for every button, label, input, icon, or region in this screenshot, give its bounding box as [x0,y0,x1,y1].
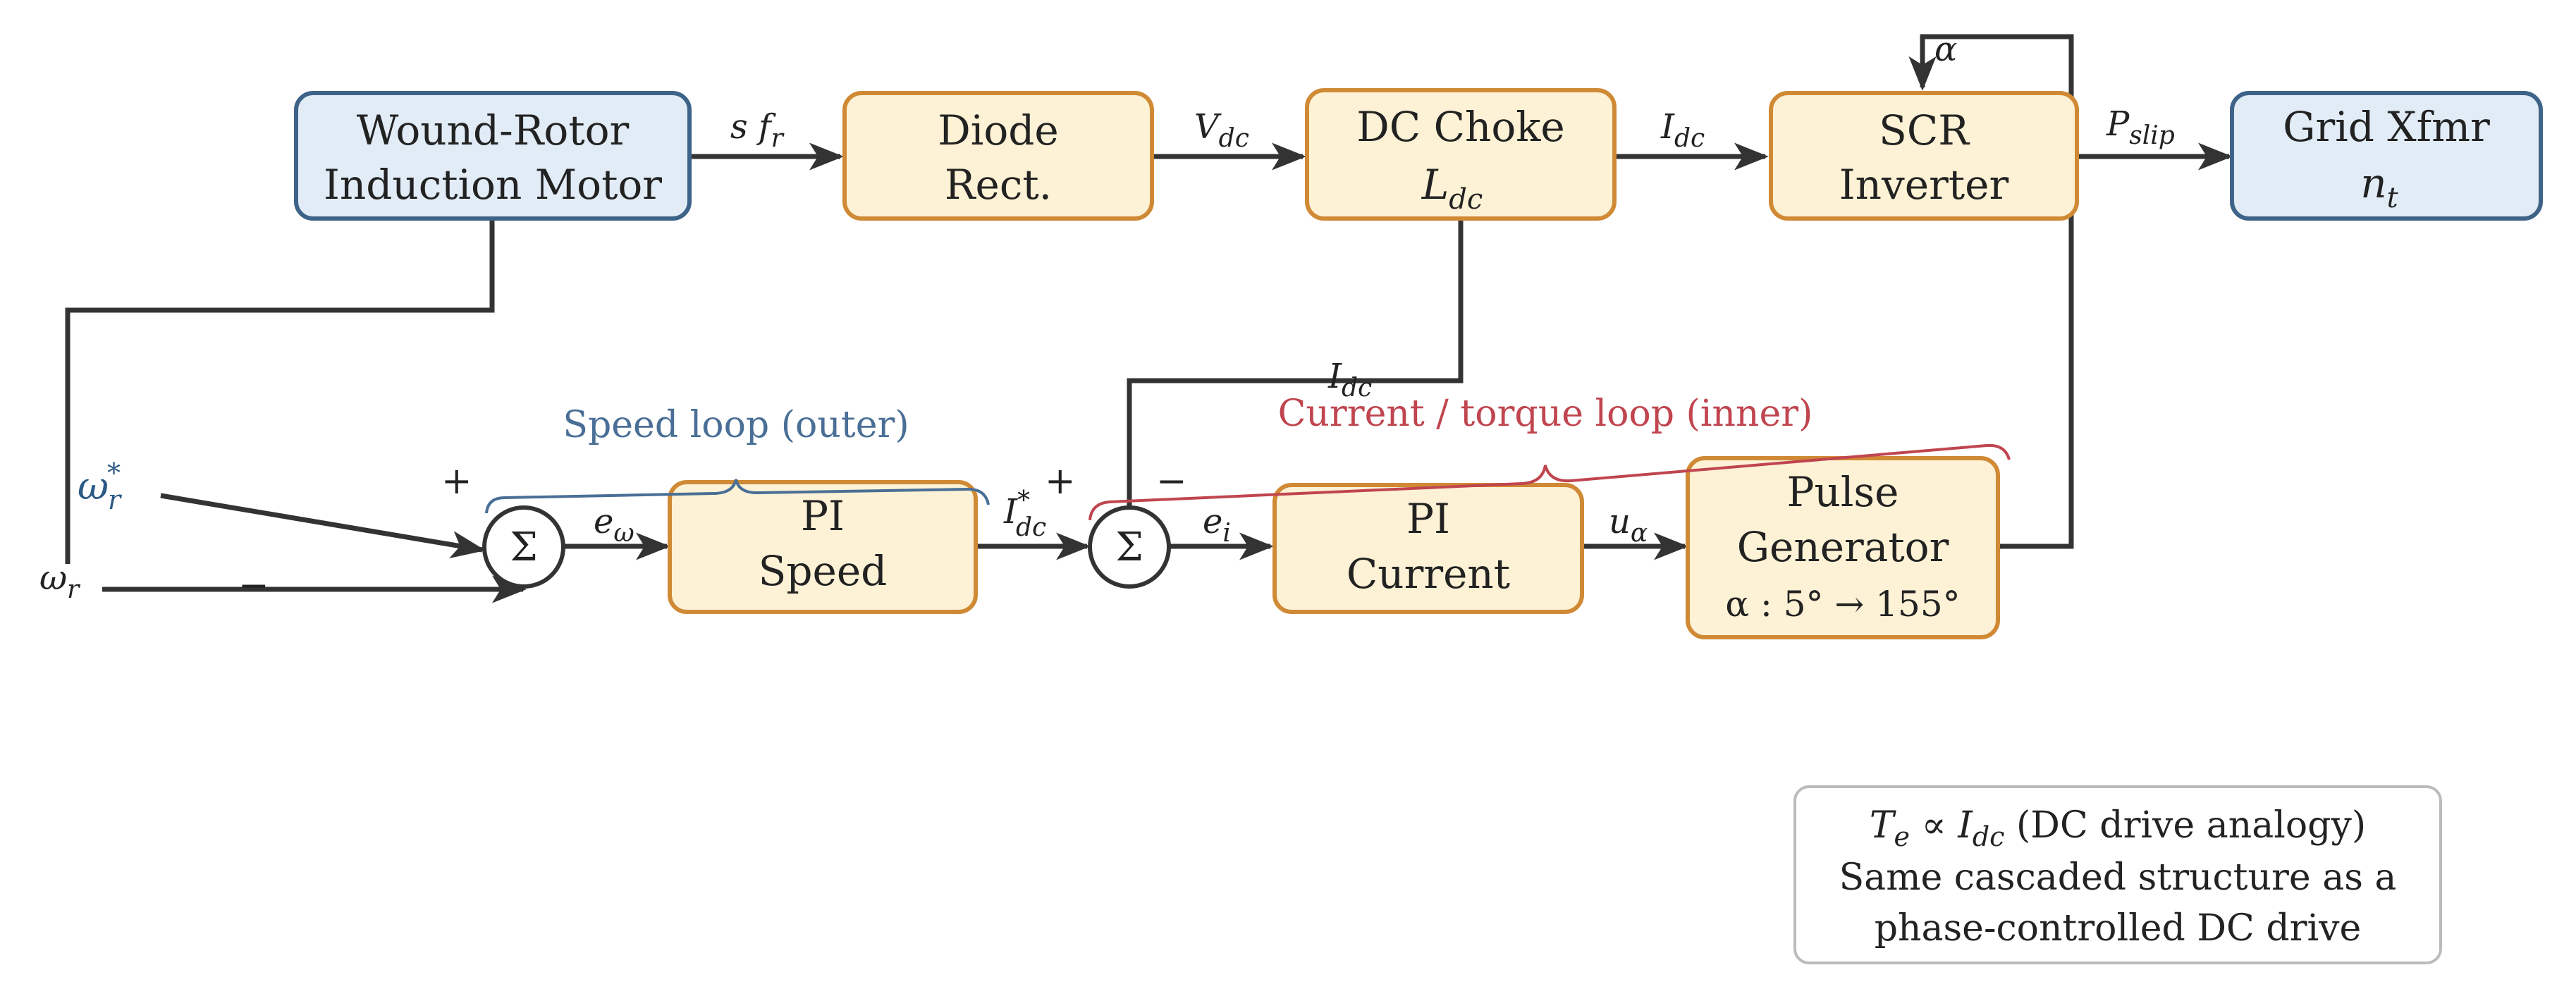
analogy-note-line1: Te ∝ Idc (DC drive analogy) [1870,804,2366,852]
choke-block: DC Choke Ldc [1305,88,1617,221]
wire-idc-feedback [1115,219,1464,589]
grid-transformer-block-box [2230,91,2543,221]
signal-label-omega-r: ωr [39,558,80,604]
pi-current-label-line2: Current [1347,550,1510,598]
grid-label-line1: Grid Xfmr [2283,103,2490,151]
signal-label-omega-ref: ω*r [78,457,123,515]
current-summing-circle [1088,505,1171,589]
sign-current-plus: + [1045,460,1076,503]
sign-current-minus: − [1156,460,1187,503]
speed-loop-annotation: Speed loop (outer) [485,404,990,514]
pulse-label-line2: Generator [1737,523,1949,571]
signal-label-alpha: α [1934,30,1957,69]
choke-block-box [1305,88,1617,221]
inverter-block-box [1769,91,2079,221]
sign-speed-plus: + [441,460,472,503]
rectifier-label-line2: Rect. [945,161,1052,209]
pulse-label-firing-range: α : 5° → 155° [1725,584,1960,625]
analogy-note-line2: Same cascaded structure as a [1839,856,2397,899]
motor-label-line1: Wound-Rotor [357,106,630,154]
current-summing-junction: Σ [1088,505,1171,589]
pulse-label-line1: Pulse [1786,468,1899,516]
motor-block-box [294,91,692,221]
signal-label-pslip: Pslip [2106,104,2175,150]
signal-label-idc-feedback: Idc [1327,357,1372,403]
signal-label-idc-ref: I*dc [1003,486,1046,542]
signal-label-e-omega: eω [594,502,634,548]
rectifier-label-line1: Diode [938,106,1058,154]
inverter-block: SCR Inverter [1769,91,2079,221]
speed-loop-brace [485,479,990,514]
analogy-note: Te ∝ Idc (DC drive analogy) Same cascade… [1793,785,2442,964]
speed-summing-junction: Σ [482,505,565,589]
analogy-note-box [1793,785,2442,964]
signal-label-idc: Idc [1660,107,1705,153]
speed-loop-label: Speed loop (outer) [563,404,909,446]
grid-label-ratio: nt [2360,159,2398,214]
signal-label-e-i: ei [1203,502,1231,548]
signal-label-s-fr: s fr [730,107,785,153]
pulse-generator-block: Pulse Generator α : 5° → 155° [1686,456,2000,639]
inverter-label-line1: SCR [1879,106,1970,154]
signal-label-u-alpha: uα [1609,502,1648,548]
rectifier-block-box [842,91,1154,221]
pi-speed-label-line1: PI [801,492,845,540]
motor-label-line2: Induction Motor [324,161,662,209]
motor-block: Wound-Rotor Induction Motor [294,91,692,221]
pi-speed-block: PI Speed [668,480,978,614]
inverter-label-line2: Inverter [1839,161,2009,209]
choke-label-inductance: Ldc [1421,161,1483,216]
speed-summing-circle [482,505,565,589]
wire-alpha-to-inverter [1908,34,2074,549]
current-loop-annotation: Current / torque loop (inner) [1088,393,2011,521]
choke-label-line1: DC Choke [1356,103,1564,151]
signal-wires [65,34,2233,603]
signal-label-vdc: Vdc [1194,107,1249,153]
pi-speed-label-line2: Speed [759,547,888,595]
pi-current-label-line1: PI [1406,495,1450,543]
wire-speed-reference [160,493,486,558]
current-loop-label: Current / torque loop (inner) [1278,393,1813,435]
speed-summing-symbol: Σ [510,524,538,570]
pi-current-block: PI Current [1272,483,1584,614]
sign-speed-minus: − [238,565,269,607]
pi-speed-block-box [668,480,978,614]
rectifier-block: Diode Rect. [842,91,1154,221]
current-summing-symbol: Σ [1115,524,1143,570]
current-loop-brace [1088,443,2011,521]
grid-transformer-block: Grid Xfmr nt [2230,91,2543,221]
wire-speed-feedback [65,219,495,564]
pi-current-block-box [1272,483,1584,614]
analogy-note-line3: phase-controlled DC drive [1875,907,2362,950]
